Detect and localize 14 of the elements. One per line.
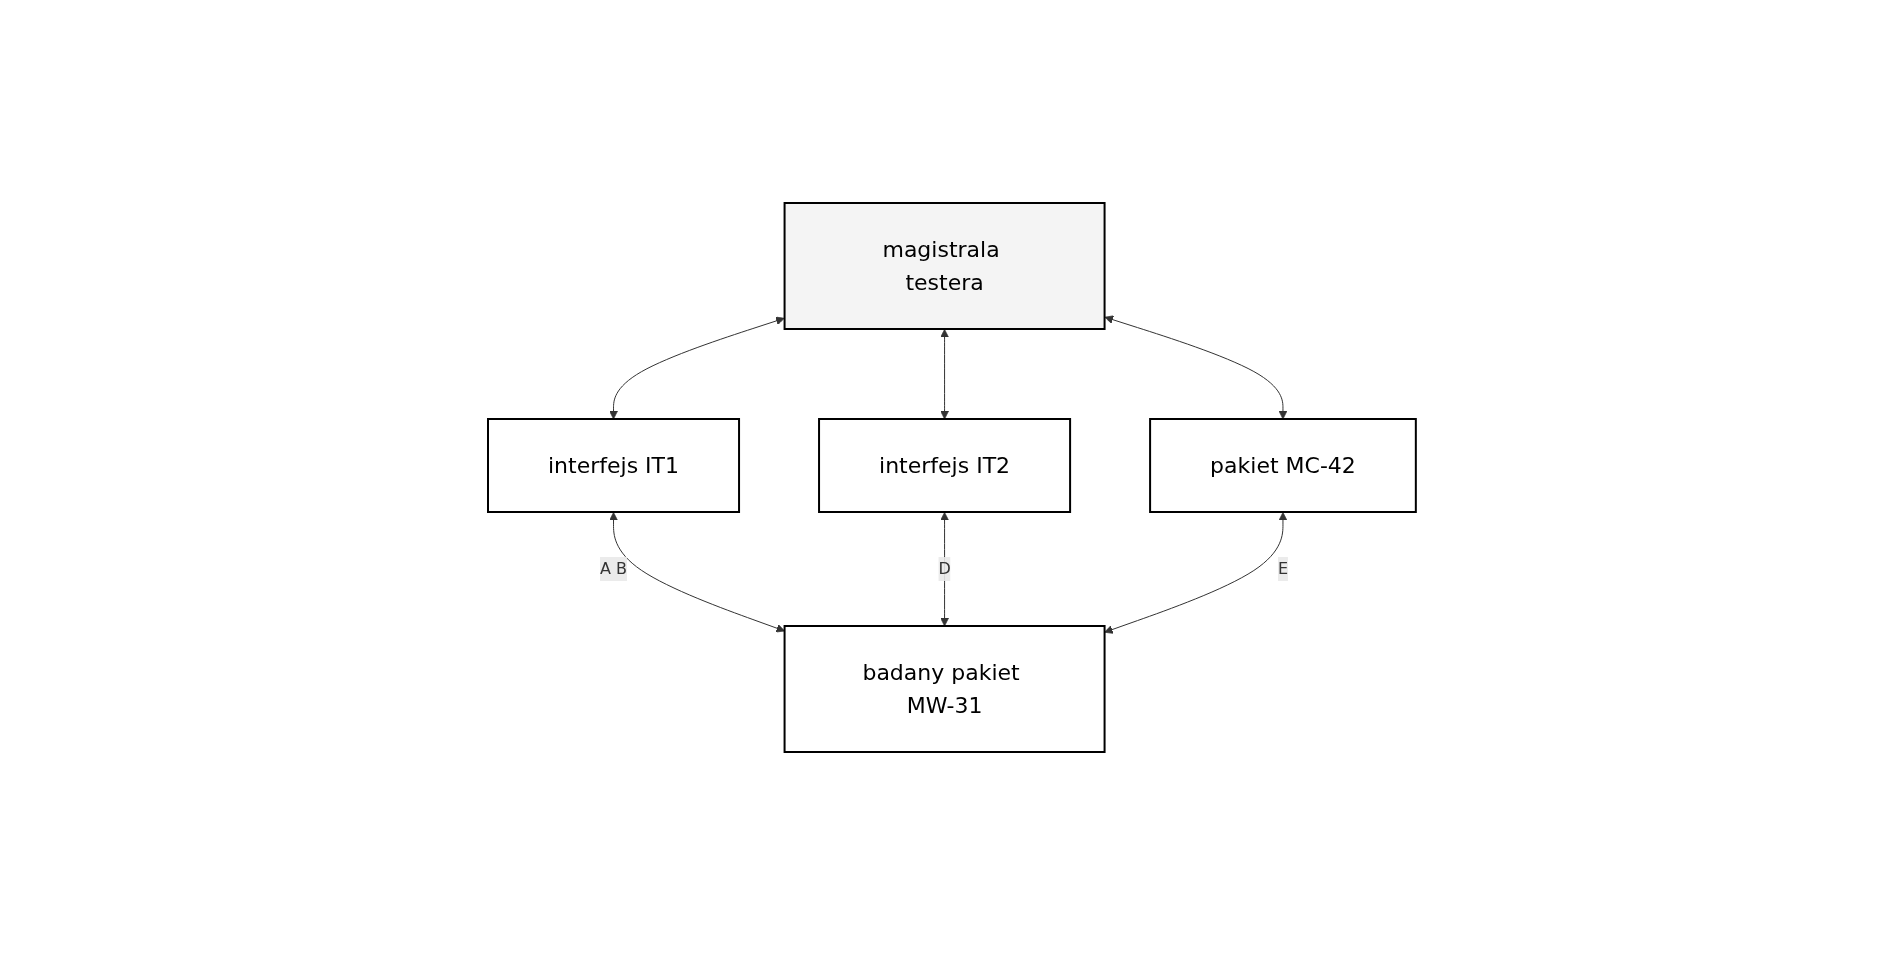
arrow <box>939 329 949 420</box>
arrow <box>1104 315 1287 420</box>
node-box: pakiet MC-42 <box>1148 418 1417 513</box>
arrow <box>939 512 949 627</box>
arrow <box>608 512 785 633</box>
node-box: interfejs IT2 <box>817 418 1071 513</box>
edge-label: E <box>1277 559 1288 578</box>
arrow <box>1103 512 1287 634</box>
edge-label: A B <box>599 559 627 578</box>
node-box: interfejs IT1 <box>486 418 740 513</box>
node-box: badany pakiet MW-31 <box>783 625 1106 753</box>
arrow <box>608 316 785 420</box>
edge-label: D <box>937 559 951 578</box>
node-box: magistrala testera <box>783 202 1106 330</box>
